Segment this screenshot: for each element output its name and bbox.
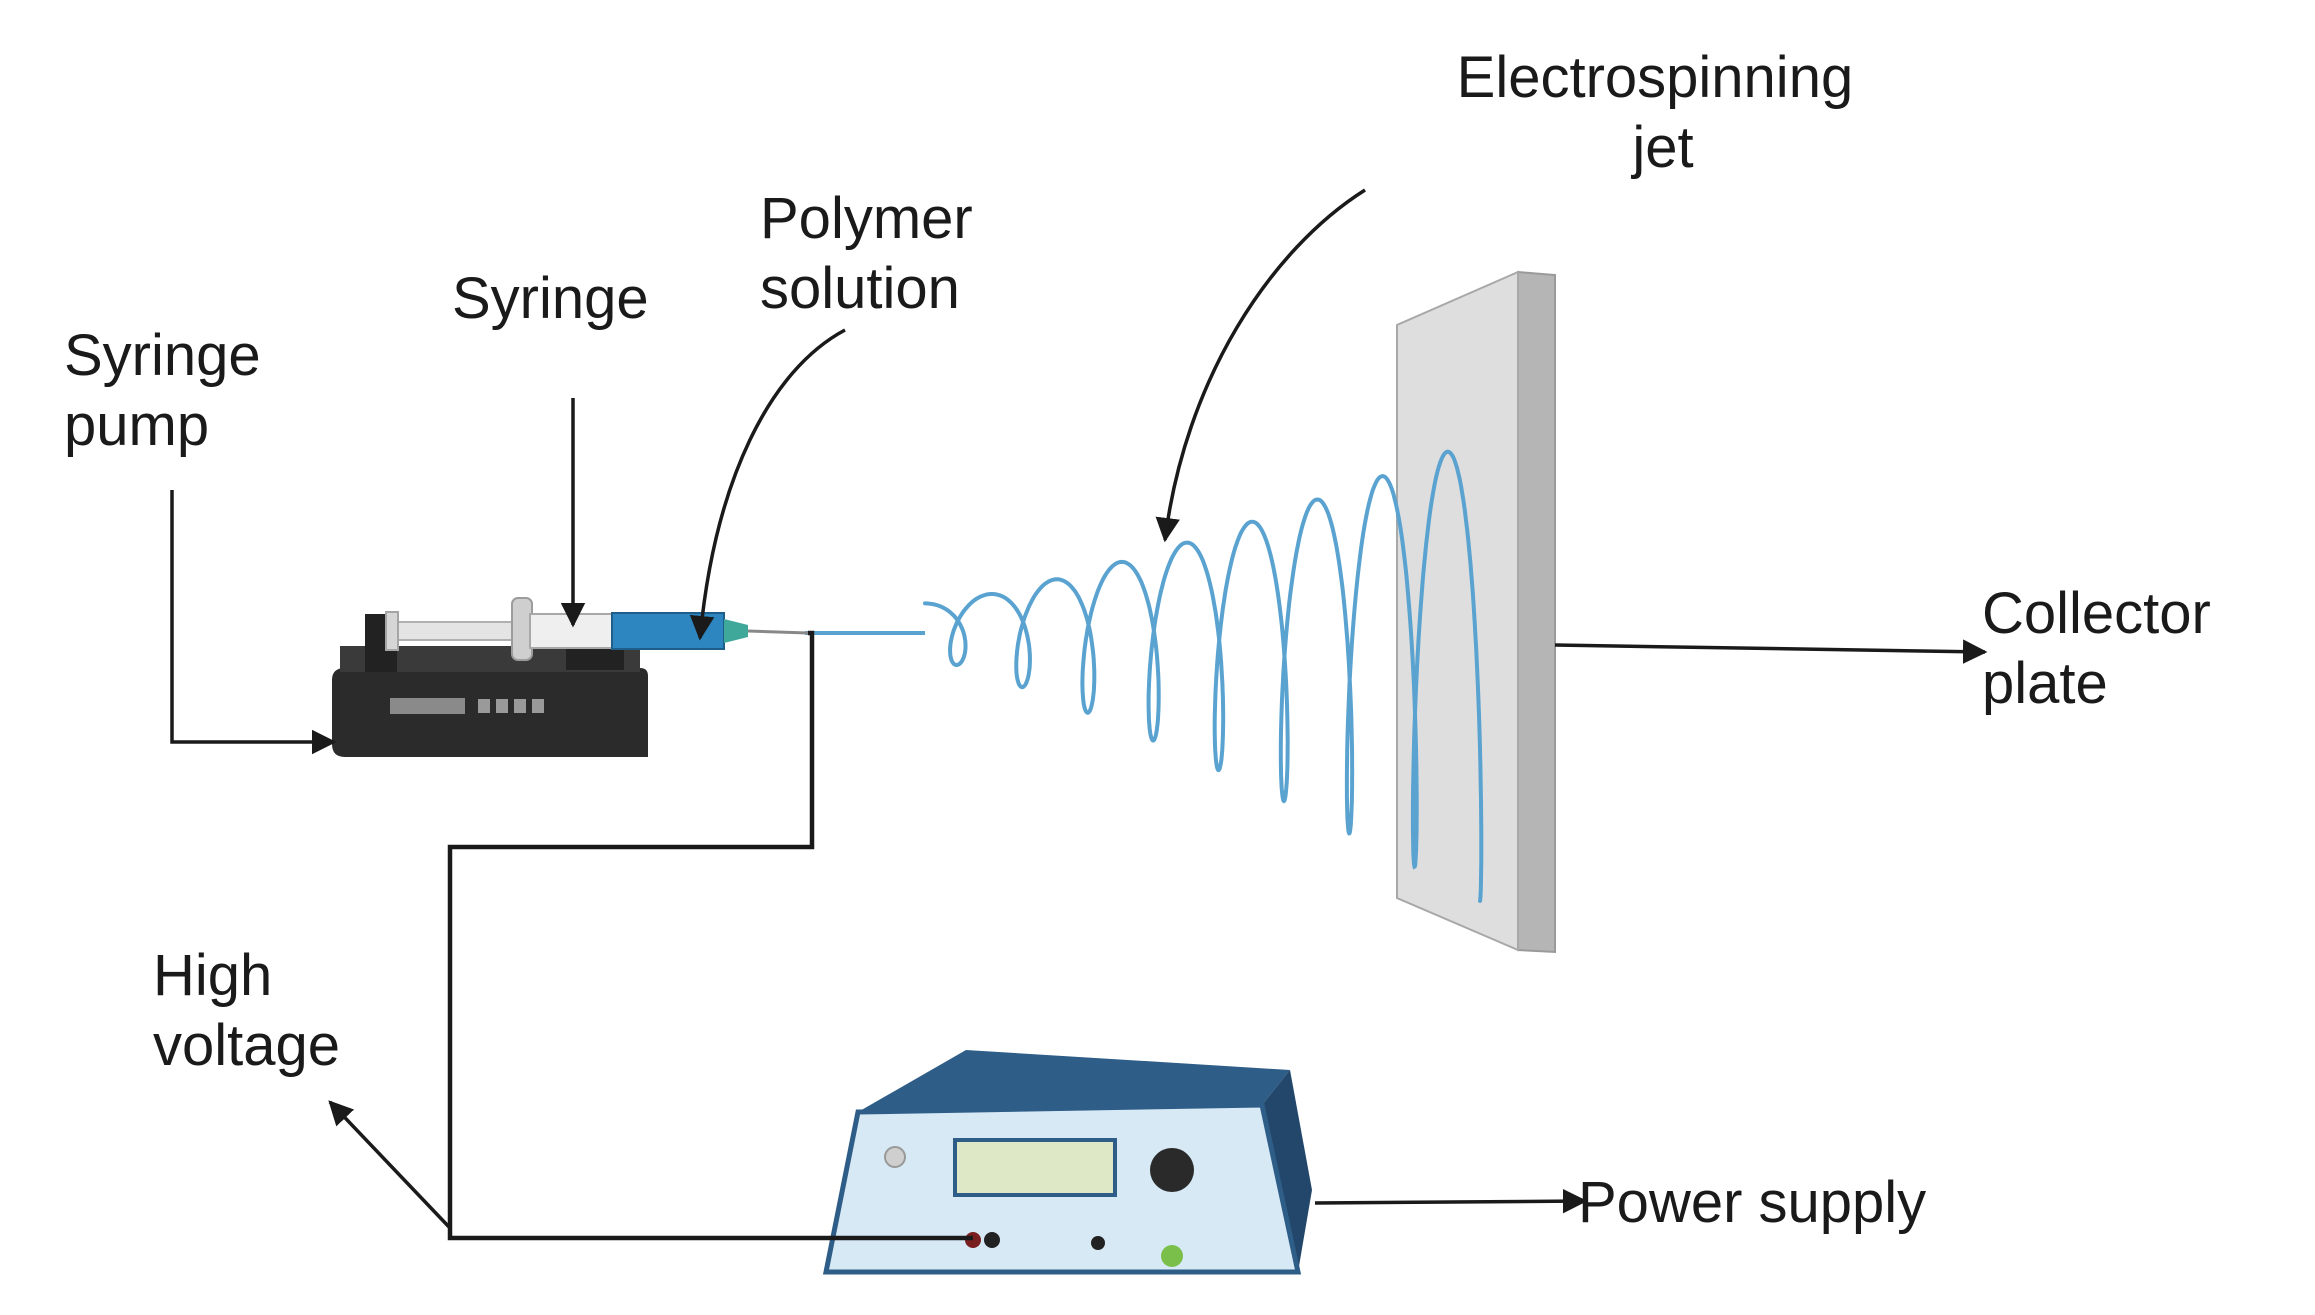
syringe-plunger-rod (394, 621, 516, 641)
label-electrospinning-jet-line2: jet (1630, 115, 1693, 180)
syringe-pump-button-1 (478, 699, 490, 713)
collector-plate-side (1517, 270, 1556, 954)
collector-plate-leader (1554, 639, 1988, 664)
syringe-pump-button-3 (514, 699, 526, 713)
label-power-supply: Power supply (1578, 1170, 1926, 1235)
label-collector-plate: Collector plate (1982, 581, 2227, 716)
label-high-voltage-line1: High (153, 943, 272, 1008)
label-syringe: Syringe (452, 266, 649, 331)
label-electrospinning-jet-line1: Electrospinning (1457, 45, 1854, 110)
syringe-plunger-flange (385, 611, 399, 651)
power-supply-knob (1150, 1148, 1194, 1192)
power-supply-jack-right (984, 1232, 1000, 1248)
label-collector-plate-line2: plate (1982, 651, 2108, 716)
power-supply-power-button (1161, 1245, 1183, 1267)
syringe-pump-display (390, 698, 465, 714)
high-voltage-leader (328, 1100, 452, 1230)
power-supply-side (1262, 1070, 1312, 1272)
syringe-pump-button-2 (496, 699, 508, 713)
collector-plate (1396, 270, 1556, 954)
polymer-solution-fill (611, 612, 725, 650)
label-collector-plate-line1: Collector (1982, 581, 2211, 646)
syringe-barrel (529, 613, 626, 649)
power-supply-display (953, 1138, 1117, 1197)
label-polymer-solution: Polymer solution (760, 186, 989, 321)
collector-plate-front (1396, 270, 1519, 952)
syringe-pump-leader (170, 490, 337, 755)
syringe-pump-button-4 (532, 699, 544, 713)
label-high-voltage: High voltage (153, 943, 340, 1078)
polymer-solution-leader (689, 328, 846, 641)
electrospinning-jet-helix (923, 449, 1484, 903)
syringe-needle (747, 629, 809, 635)
label-polymer-solution-line2: solution (760, 256, 960, 321)
electrospinning-jet-leader (1155, 188, 1366, 543)
label-syringe-pump-line2: pump (64, 393, 209, 458)
power-supply (822, 1050, 1312, 1275)
power-supply-leader (1314, 1188, 1588, 1214)
power-supply-switch (1091, 1236, 1105, 1250)
label-syringe-pump-line1: Syringe (64, 323, 261, 388)
label-electrospinning-jet: Electrospinning jet (1457, 45, 1870, 180)
power-supply-top (858, 1050, 1290, 1112)
label-high-voltage-line2: voltage (153, 1013, 340, 1078)
label-polymer-solution-line1: Polymer (760, 186, 973, 251)
power-supply-indicator (884, 1146, 906, 1168)
high-voltage-wire (447, 630, 973, 1241)
label-syringe-pump: Syringe pump (64, 323, 277, 458)
syringe-tip (724, 619, 748, 643)
